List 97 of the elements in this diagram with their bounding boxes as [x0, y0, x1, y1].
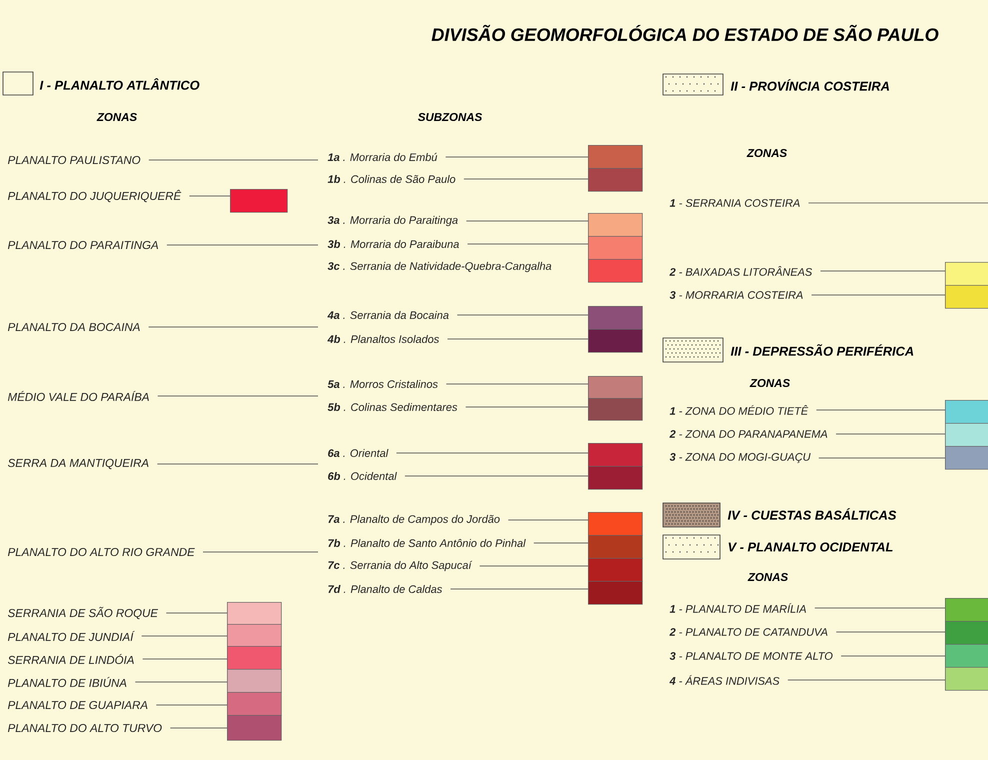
- color-swatch: [227, 646, 282, 670]
- zone-label: PLANALTO DO PARAITINGA: [8, 240, 158, 250]
- zone-label: 3 - PLANALTO DE MONTE ALTO: [670, 652, 833, 660]
- color-swatch: [945, 262, 988, 286]
- zone-label: PLANALTO DO JUQUERIQUERÊ: [8, 190, 182, 202]
- color-swatch: [227, 692, 282, 716]
- color-swatch: [945, 400, 988, 424]
- subzone-label: 5b . Colinas Sedimentares: [328, 402, 458, 412]
- color-swatch: [945, 667, 988, 691]
- subzone-label: 4b . Planaltos Isolados: [327, 334, 439, 344]
- zone-label: SERRANIA DE SÃO ROQUE: [8, 606, 158, 620]
- zone-label: 4 - ÁREAS INDIVISAS: [669, 675, 780, 685]
- color-swatch: [227, 715, 282, 741]
- zone-label: PLANALTO DO ALTO RIO GRANDE: [8, 548, 195, 556]
- color-swatch: [945, 598, 988, 622]
- color-swatch: [588, 145, 643, 169]
- leader-line: [820, 270, 946, 272]
- color-swatch: [588, 213, 643, 237]
- subzone-label: 7a . Planalto de Campos do Jordão: [328, 514, 500, 526]
- subzone-label: 5a . Morros Cristalinos: [328, 380, 438, 388]
- color-swatch: [945, 285, 988, 309]
- color-swatch: [227, 669, 282, 693]
- color-swatch: [588, 466, 643, 490]
- zone-label: SERRA DA MANTIQUEIRA: [8, 458, 148, 470]
- leader-line: [808, 202, 988, 204]
- color-swatch: [230, 189, 288, 213]
- zone-label: 2 - ZONA DO PARANAPANEMA: [669, 430, 828, 438]
- subzone-label: 6a . Oriental: [328, 449, 388, 458]
- color-swatch: [588, 398, 643, 421]
- leader-line: [156, 704, 228, 706]
- color-swatch: [588, 581, 643, 605]
- zone-label: PLANALTO DA BOCAINA: [8, 322, 140, 332]
- zone-label: 2 - PLANALTO DE CATANDUVA: [669, 628, 828, 636]
- color-swatch: [588, 535, 643, 559]
- subzone-label: 3b . Morraria do Paraibuna: [328, 240, 459, 248]
- subzone-label: 1a . Morraria do Embú: [328, 152, 438, 162]
- color-swatch: [945, 423, 988, 447]
- color-swatch: [945, 446, 988, 470]
- color-swatch: [227, 602, 282, 625]
- leader-line: [396, 452, 588, 454]
- subzone-label: 3c . Serrania de Natividade-Quebra-Cangalha: [328, 262, 552, 272]
- subzone-label: 7c . Serrania do Alto Sapucaí: [328, 560, 472, 572]
- color-swatch: [588, 558, 643, 582]
- zone-label: 3 - ZONA DO MOGI-GUAÇU: [670, 453, 811, 463]
- zone-label: PLANALTO DE JUNDIAÍ: [8, 631, 135, 642]
- color-swatch: [588, 236, 643, 260]
- legend-heading: IV - CUESTAS BASÁLTICAS: [728, 508, 896, 520]
- legend-heading: II - PROVÍNCIA COSTEIRA: [730, 79, 889, 91]
- leader-line: [533, 542, 588, 544]
- column-heading: ZONAS: [746, 148, 787, 158]
- zone-label: PLANALTO DE GUAPIARA: [8, 700, 148, 710]
- leader-line: [811, 294, 946, 296]
- leader-line: [464, 178, 588, 180]
- color-swatch: [588, 306, 643, 330]
- subzone-label: 3a . Morraria do Paraitinga: [328, 216, 458, 226]
- zone-label: PLANALTO PAULISTANO: [8, 156, 140, 164]
- leader-line: [166, 244, 318, 246]
- subzone-label: 1b . Colinas de São Paulo: [328, 174, 456, 183]
- zone-label: 1 - SERRANIA COSTEIRA: [670, 199, 800, 207]
- zone-label: PLANALTO DE IBIÚNA: [8, 677, 126, 688]
- title: DIVISÃO GEOMORFOLÓGICA DO ESTADO DE SÃO PAULO: [432, 24, 938, 42]
- leader-line: [450, 588, 588, 590]
- leader-line: [456, 314, 588, 316]
- zone-label: 1 - ZONA DO MÉDIO TIETÊ: [670, 405, 808, 415]
- color-swatch: [588, 329, 643, 353]
- legend-heading: V - PLANALTO OCIDENTAL: [728, 542, 893, 552]
- legend-heading: III - DEPRESSÃO PERIFÉRICA: [730, 344, 914, 356]
- leader-line: [148, 326, 318, 328]
- column-heading: ZONAS: [750, 378, 790, 388]
- subzone-label: 7d . Planalto de Caldas: [328, 585, 442, 594]
- leader-line: [445, 156, 588, 158]
- subzone-label: 4a . Serrania da Bocaina: [327, 310, 449, 320]
- color-swatch: [588, 168, 643, 192]
- zone-label: 2 - BAIXADAS LITORÂNEAS: [669, 266, 812, 276]
- column-heading: ZONAS: [748, 572, 788, 582]
- column-heading: SUBZONAS: [418, 112, 482, 122]
- color-swatch: [588, 512, 643, 536]
- subzone-label: 7b . Planalto de Santo Antônio do Pinhal: [328, 538, 526, 548]
- zone-label: MÉDIO VALE DO PARAÍBA: [8, 391, 149, 402]
- zone-label: 3 - MORRARIA COSTEIRA: [670, 291, 803, 299]
- legend-heading: I - PLANALTO ATLÂNTICO: [40, 78, 200, 90]
- leader-line: [166, 612, 228, 614]
- zone-label: 1 - PLANALTO DE MARÍLIA: [670, 603, 806, 613]
- color-swatch: [588, 259, 643, 283]
- color-swatch: [227, 624, 282, 647]
- color-swatch: [945, 644, 988, 668]
- leader-line: [465, 406, 588, 408]
- zone-label: SERRANIA DE LINDÓIA: [8, 654, 134, 664]
- leader-line: [142, 658, 228, 660]
- leader-line: [466, 220, 588, 222]
- column-heading: ZONAS: [96, 112, 137, 122]
- zone-label: PLANALTO DO ALTO TURVO: [8, 724, 162, 732]
- color-swatch: [945, 621, 988, 645]
- subzone-label: 6b . Ocidental: [328, 472, 397, 480]
- leader-line: [447, 338, 588, 340]
- color-swatch: [588, 376, 643, 399]
- color-swatch: [588, 443, 643, 467]
